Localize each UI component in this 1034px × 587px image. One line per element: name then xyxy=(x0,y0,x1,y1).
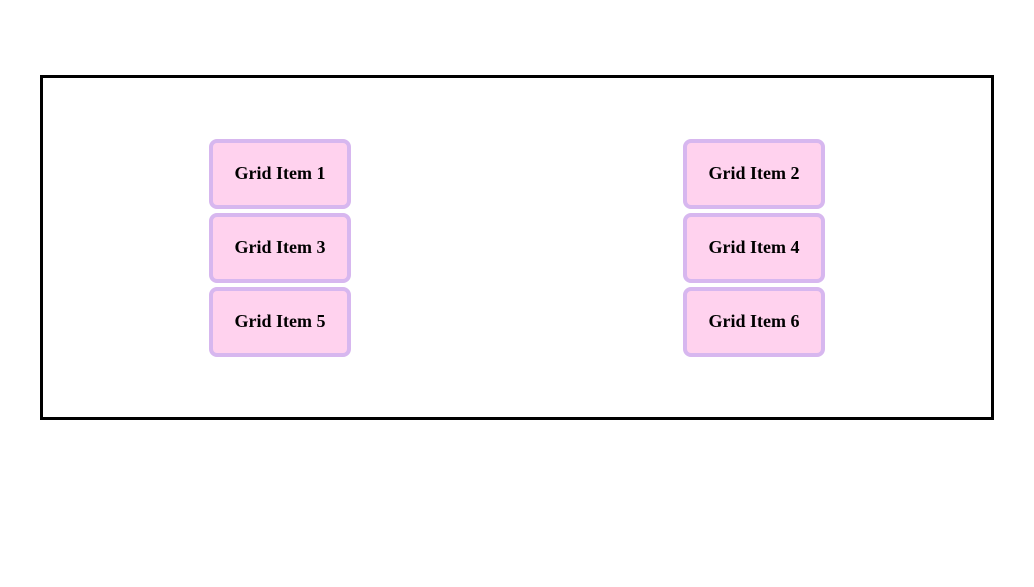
grid-item-1: Grid Item 1 xyxy=(209,138,351,209)
grid-item-2: Grid Item 2 xyxy=(683,138,825,209)
grid-item-5: Grid Item 5 xyxy=(209,286,351,357)
grid-container: Grid Item 1 Grid Item 2 Grid Item 3 Grid… xyxy=(40,75,994,420)
grid-item-6: Grid Item 6 xyxy=(683,286,825,357)
grid-item-4: Grid Item 4 xyxy=(683,212,825,283)
grid-item-3: Grid Item 3 xyxy=(209,212,351,283)
